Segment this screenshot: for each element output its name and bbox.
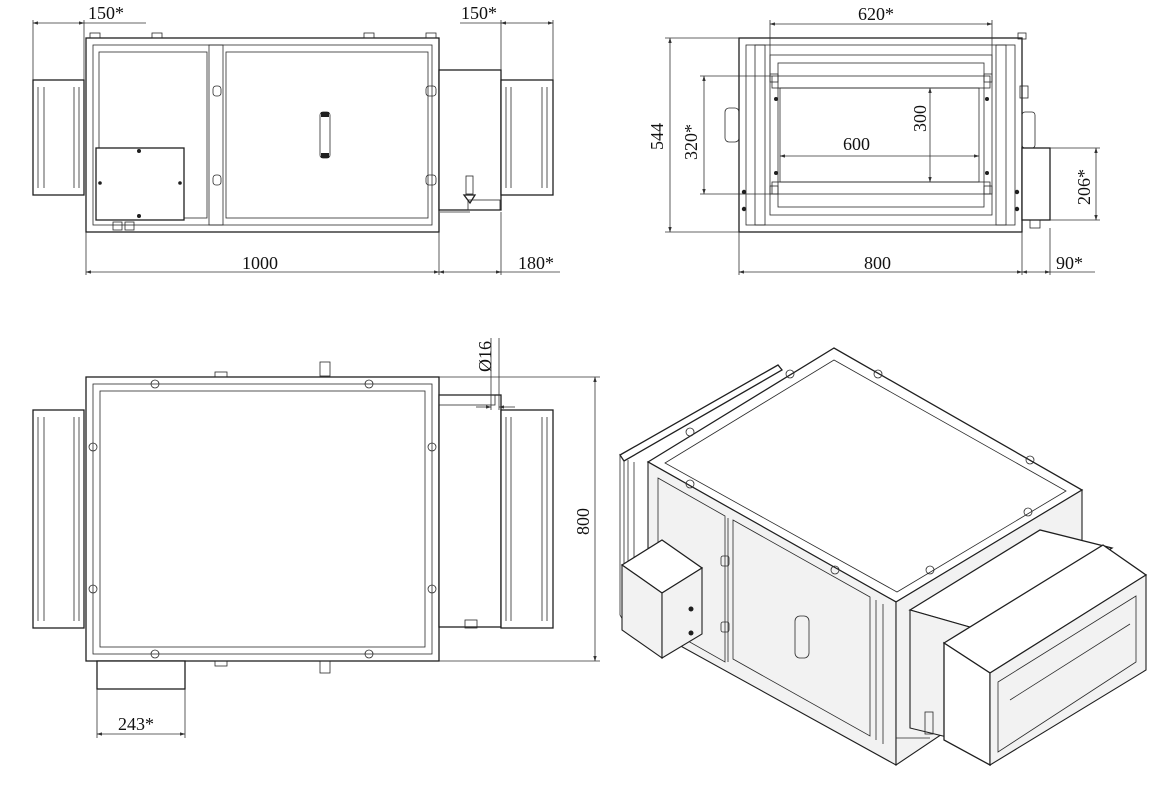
front-right-flange-label: 150* (461, 3, 497, 23)
front-view (32, 20, 560, 275)
top-box-label: 243* (118, 714, 154, 734)
side-inner-width-label: 600 (843, 134, 870, 154)
top-view (32, 338, 600, 738)
top-width-label: 800 (573, 508, 593, 535)
front-left-flange-label: 150* (88, 3, 124, 23)
side-inner-height-label: 320* (681, 124, 701, 160)
top-pipe-label: Ø16 (475, 341, 495, 372)
side-view (665, 20, 1100, 275)
side-outer-width-label: 620* (858, 4, 894, 24)
isometric-view (619, 347, 1148, 767)
front-nozzle-label: 180* (518, 253, 554, 273)
side-vertical-label: 300 (910, 105, 930, 132)
side-box-depth-label: 90* (1056, 253, 1083, 273)
side-height-label: 544 (647, 123, 667, 150)
side-box-height-label: 206* (1074, 169, 1094, 205)
dimension-labels: 150* 150* 1000 180* 620* 544 320* 300 60… (88, 3, 1094, 734)
side-width-label: 800 (864, 253, 891, 273)
front-length-label: 1000 (242, 253, 278, 273)
